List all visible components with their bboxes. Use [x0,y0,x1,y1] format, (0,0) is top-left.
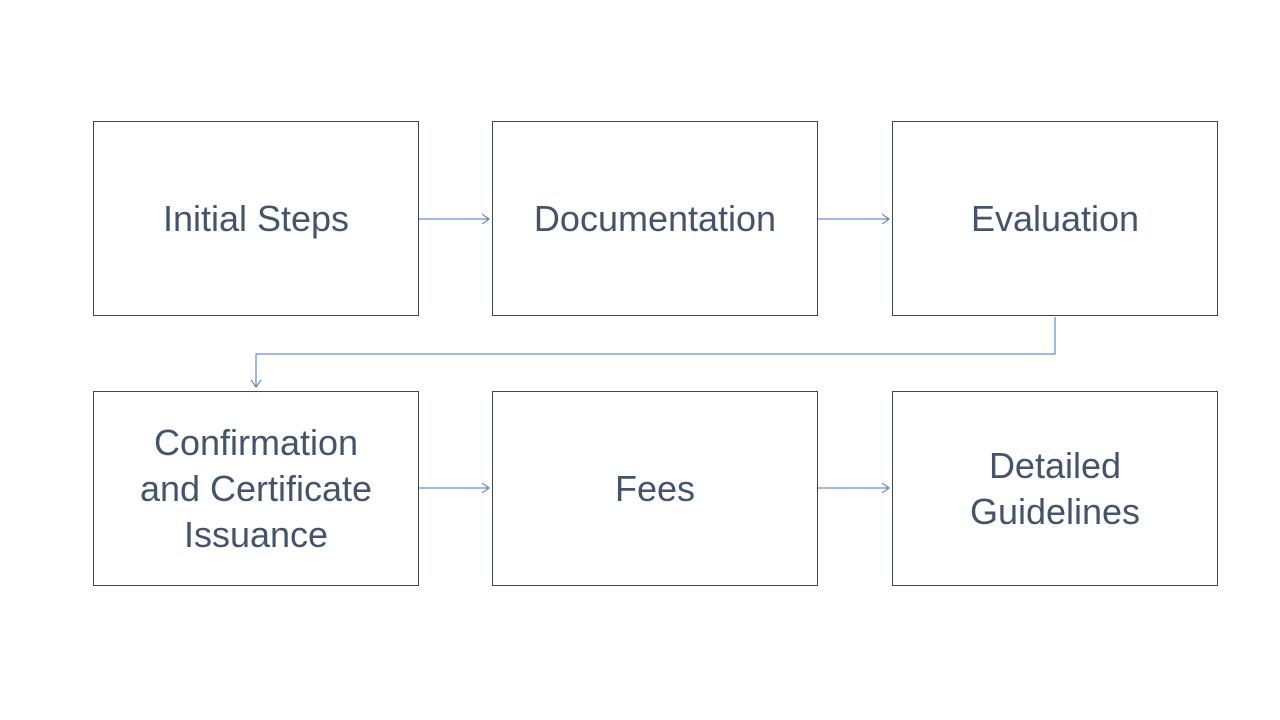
arrow-fees-to-guidelines [818,482,890,494]
arrow-confirmation-to-fees [419,482,490,494]
step-fees: Fees [492,391,818,586]
step-initial-steps: Initial Steps [93,121,419,316]
step-label: Initial Steps [162,197,350,239]
step-confirmation-and-certificate-issuance: Confirmation and Certificate Issuance [93,391,419,586]
step-label: Detailed Guidelines [969,444,1141,532]
step-label: Confirmation and Certificate Issuance [139,421,373,555]
step-label: Documentation [533,197,777,239]
step-documentation: Documentation [492,121,818,316]
step-detailed-guidelines: Detailed Guidelines [892,391,1218,586]
arrow-initial-to-documentation [419,213,490,225]
step-label: Fees [614,467,696,509]
arrow-evaluation-to-confirmation [250,317,1056,388]
step-label: Evaluation [970,197,1140,239]
step-evaluation: Evaluation [892,121,1218,316]
arrow-documentation-to-evaluation [818,213,890,225]
